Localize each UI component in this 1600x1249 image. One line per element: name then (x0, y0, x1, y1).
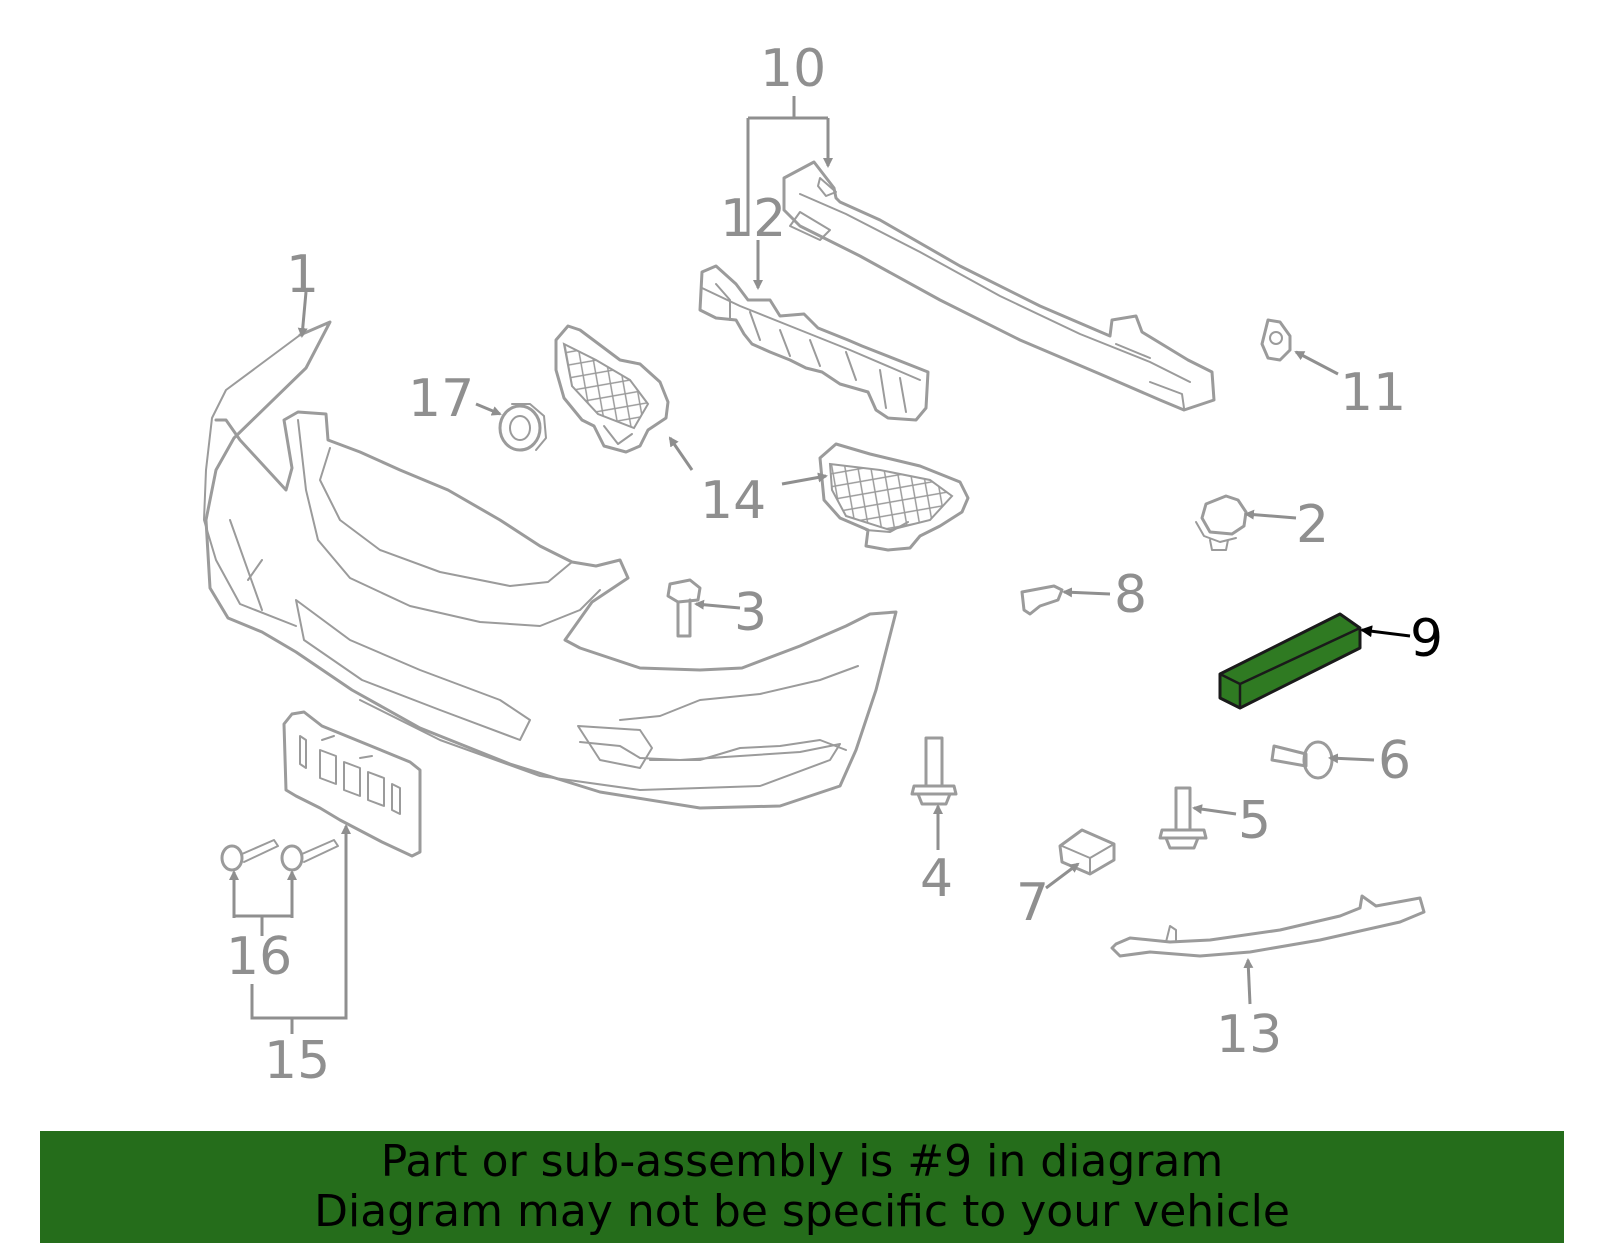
callout-11: 11 (1340, 363, 1406, 423)
part-11-nut (1260, 318, 1292, 362)
part-9-bracket (1218, 612, 1362, 710)
callout-16: 16 (226, 927, 292, 987)
part-1-bumper-cover (203, 320, 898, 810)
callout-14: 14 (700, 471, 766, 531)
part-12-energy-absorber (698, 264, 930, 422)
banner-line-2: Diagram may not be specific to your vehi… (314, 1186, 1290, 1237)
part-2-clip (1195, 494, 1248, 551)
callout-9: 9 (1410, 609, 1443, 669)
info-banner: Part or sub-assembly is #9 in diagram Di… (40, 1131, 1564, 1243)
part-8-retainer (1020, 584, 1064, 616)
banner-line-1: Part or sub-assembly is #9 in diagram (380, 1136, 1224, 1187)
leader-lines (229, 96, 1411, 1034)
callout-7: 7 (1016, 873, 1049, 933)
callout-4: 4 (920, 849, 953, 909)
callout-17: 17 (408, 369, 474, 429)
part-13-molding (1110, 894, 1426, 958)
callout-10: 10 (760, 39, 826, 99)
part-16-screws (220, 839, 339, 872)
callout-1: 1 (286, 245, 319, 305)
part-3-bolt (666, 578, 702, 638)
part-17-fastener (498, 403, 547, 452)
part-7-pad (1058, 828, 1116, 876)
callout-8: 8 (1114, 565, 1147, 625)
callout-13: 13 (1216, 1005, 1282, 1065)
callout-2: 2 (1296, 495, 1329, 555)
part-4-stud (910, 736, 958, 806)
part-6-bolt (1270, 740, 1334, 780)
callout-labels: 1 10 12 11 17 14 2 8 3 9 6 5 4 7 13 16 1… (226, 39, 1443, 1091)
part-14-lower-grille-left (554, 324, 670, 454)
part-5-stud (1158, 786, 1208, 850)
callout-3: 3 (734, 583, 767, 643)
callout-5: 5 (1238, 791, 1271, 851)
part-10-reinforcement-beam (782, 160, 1216, 412)
callout-6: 6 (1378, 731, 1411, 791)
part-15-license-bracket (282, 710, 422, 858)
callout-12: 12 (720, 189, 786, 249)
callout-15: 15 (264, 1031, 330, 1091)
part-14-lower-grille-right (818, 442, 970, 552)
